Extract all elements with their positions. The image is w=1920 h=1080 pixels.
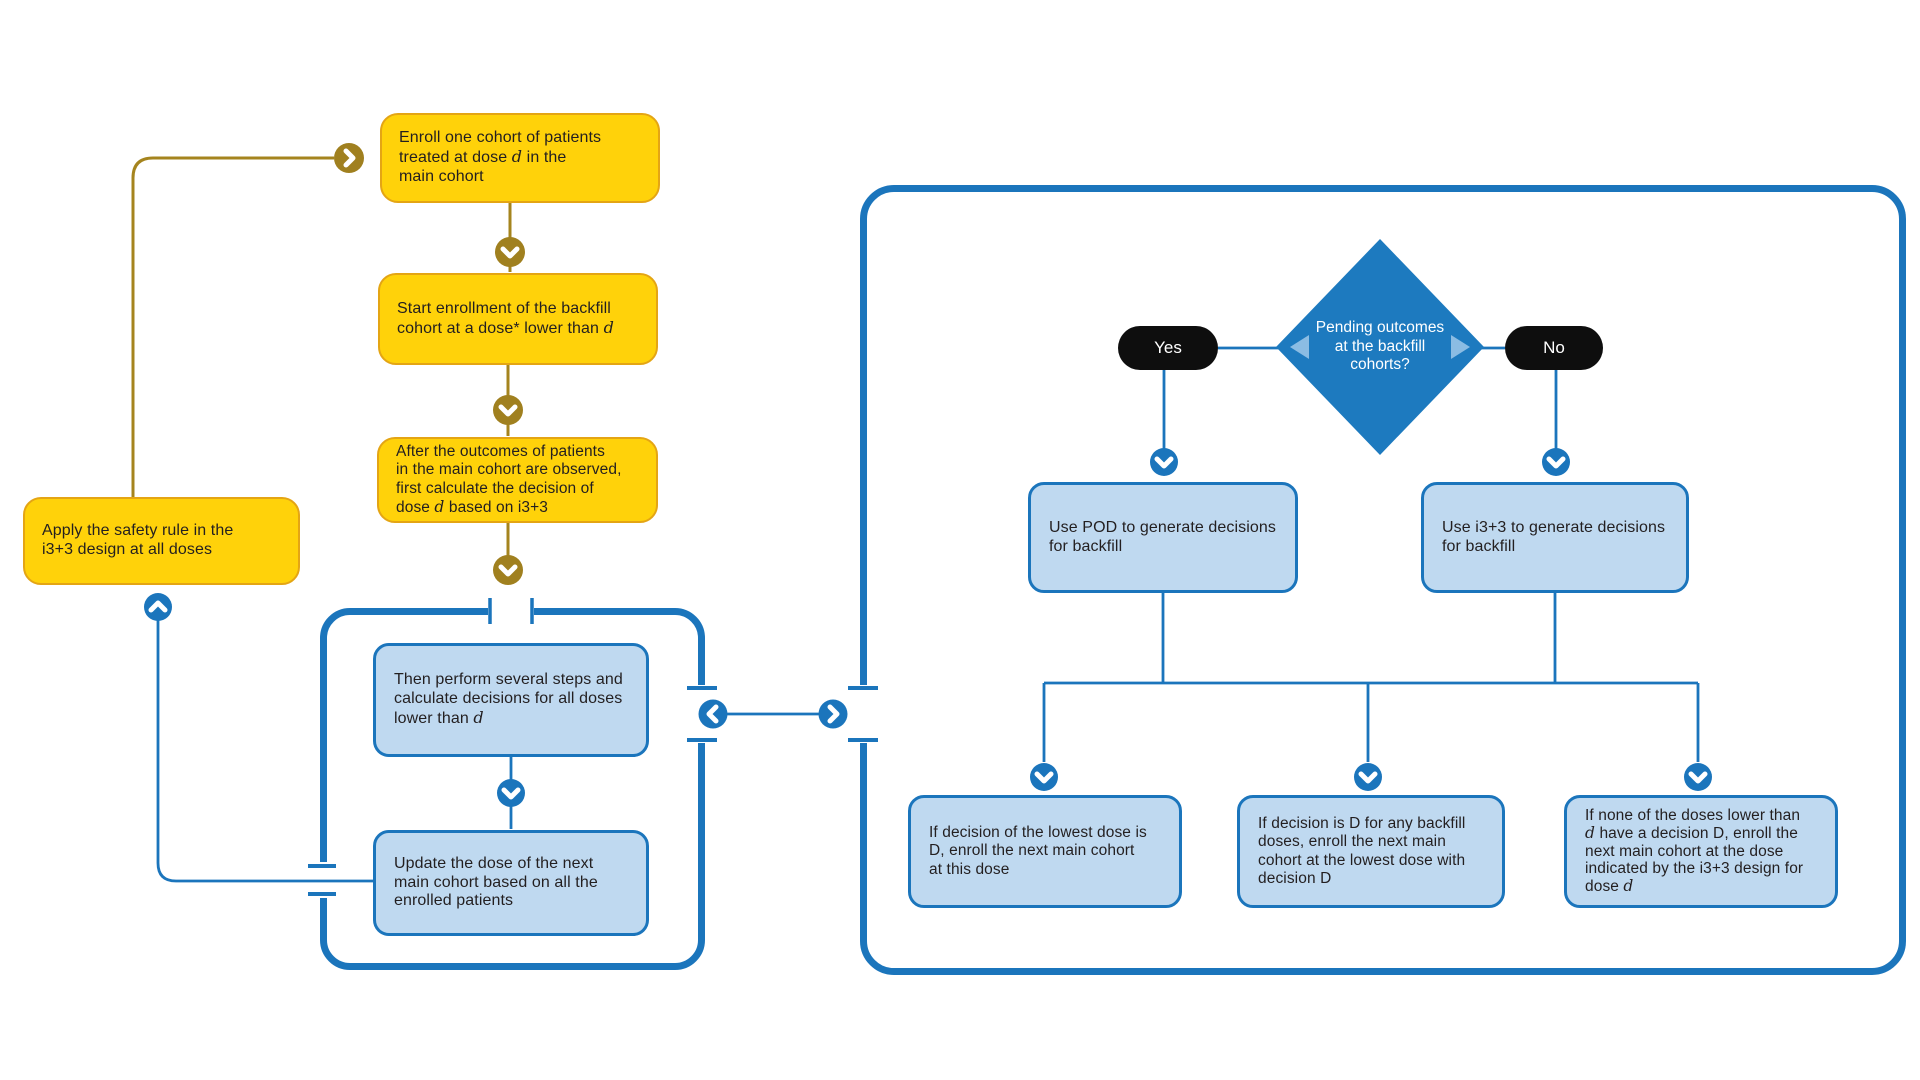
chevron-down-icon xyxy=(1354,763,1382,791)
no-label: No xyxy=(1543,338,1565,357)
chevron-left-icon xyxy=(698,699,728,729)
blue-arrow-icons xyxy=(144,448,1712,807)
no-decision-box: If none of the doses lower than d have a… xyxy=(1564,795,1838,908)
yes-label: Yes xyxy=(1154,338,1182,357)
no-pill: No xyxy=(1505,326,1603,370)
outcomes-decision-box: After the outcomes of patients in the ma… xyxy=(377,437,658,523)
outcomes-decision-text: After the outcomes of patients in the ma… xyxy=(396,443,622,516)
chevron-down-icon xyxy=(495,237,525,267)
enroll-cohort-box: Enroll one cohort of patients treated at… xyxy=(380,113,660,203)
lowest-dose-decision-box: If decision of the lowest dose is D, enr… xyxy=(908,795,1182,908)
perform-steps-box: Then perform several steps and calculate… xyxy=(373,643,649,757)
i33-decisions-box: Use i3+3 to generate decisions for backf… xyxy=(1421,482,1689,593)
feedback-line xyxy=(131,156,334,497)
backfill-enrollment-box: Start enrollment of the backfill cohort … xyxy=(378,273,658,365)
chevron-right-icon xyxy=(818,699,848,729)
chevron-down-icon xyxy=(497,779,525,807)
pending-outcomes-text: Pending outcomes at the backfill cohorts… xyxy=(1315,318,1445,374)
yes-pill: Yes xyxy=(1118,326,1218,370)
update-dose-text: Update the dose of the next main cohort … xyxy=(394,854,598,910)
chevron-down-icon xyxy=(1542,448,1570,476)
pending-outcomes-label: Pending outcomes at the backfill cohorts… xyxy=(1285,313,1475,381)
safety-rule-text: Apply the safety rule in the i3+3 design… xyxy=(42,522,234,558)
chevron-down-icon xyxy=(1150,448,1178,476)
i33-decisions-text: Use i3+3 to generate decisions for backf… xyxy=(1442,518,1666,555)
chevron-right-icon xyxy=(334,143,364,173)
lowest-dose-decision-text: If decision of the lowest dose is D, enr… xyxy=(929,824,1147,878)
chevron-down-icon xyxy=(493,395,523,425)
chevron-down-icon xyxy=(1684,763,1712,791)
enroll-cohort-text: Enroll one cohort of patients treated at… xyxy=(399,129,602,185)
update-loopback-line xyxy=(156,614,374,883)
pod-decisions-box: Use POD to generate decisions for backfi… xyxy=(1028,482,1298,593)
backfill-panel-container xyxy=(860,185,1906,975)
chevron-up-icon xyxy=(144,593,172,621)
backfill-enrollment-text: Start enrollment of the backfill cohort … xyxy=(397,299,614,337)
safety-rule-box: Apply the safety rule in the i3+3 design… xyxy=(23,497,300,585)
diamond-left-arrow-icon xyxy=(1290,335,1309,359)
diamond-right-arrow-icon xyxy=(1451,335,1470,359)
gold-arrow-icons xyxy=(334,143,525,585)
pending-outcomes-diamond xyxy=(1276,239,1484,455)
no-decision-text: If none of the doses lower than d have a… xyxy=(1585,807,1804,895)
any-backfill-decision-box: If decision is D for any backfill doses,… xyxy=(1237,795,1505,908)
chevron-down-icon xyxy=(493,555,523,585)
perform-steps-text: Then perform several steps and calculate… xyxy=(394,671,623,727)
update-dose-box: Update the dose of the next main cohort … xyxy=(373,830,649,936)
chevron-down-icon xyxy=(1030,763,1058,791)
pod-decisions-text: Use POD to generate decisions for backfi… xyxy=(1049,518,1277,555)
any-backfill-decision-text: If decision is D for any backfill doses,… xyxy=(1258,815,1466,887)
